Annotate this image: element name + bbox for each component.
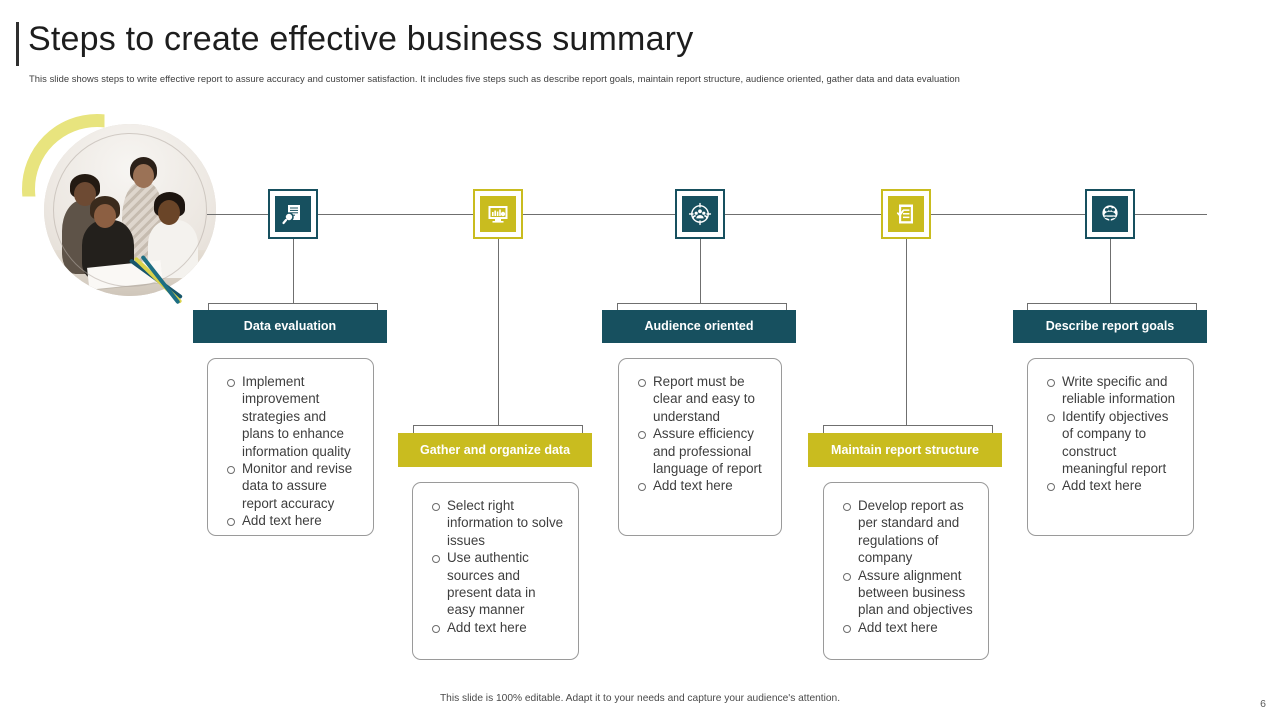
list-item: Add text here (638, 477, 769, 494)
bracket-audience-oriented (617, 303, 787, 313)
list-item: Identify objectives of company to constr… (1047, 408, 1181, 478)
connector-data-evaluation (293, 239, 294, 303)
step-card-data-evaluation: Implement improvement strategies and pla… (207, 358, 374, 536)
pencil-blue (140, 254, 181, 305)
bullet-list-audience-oriented: Report must be clear and easy to underst… (629, 373, 769, 495)
footer-note: This slide is 100% editable. Adapt it to… (439, 693, 841, 704)
step-title-describe-report-goals[interactable]: Describe report goals (1013, 310, 1207, 343)
bracket-gather-and-organize-data (413, 425, 583, 435)
hero-photo (22, 112, 232, 312)
step-title-audience-oriented[interactable]: Audience oriented (602, 310, 796, 343)
list-item: Select right information to solve issues (432, 497, 566, 549)
audience-target-icon (682, 196, 718, 232)
list-item: Add text here (432, 619, 566, 636)
list-item: Add text here (843, 619, 976, 636)
list-item: Add text here (1047, 477, 1181, 494)
step-title-gather-and-organize-data[interactable]: Gather and organize data (398, 433, 592, 467)
step-card-describe-report-goals: Write specific and reliable information … (1027, 358, 1194, 536)
bullet-list-describe-report-goals: Write specific and reliable information … (1038, 373, 1181, 495)
monitor-chart-icon (480, 196, 516, 232)
step-title-maintain-report-structure[interactable]: Maintain report structure (808, 433, 1002, 467)
list-item: Monitor and revise data to assure report… (227, 460, 361, 512)
step-card-gather-and-organize-data: Select right information to solve issues… (412, 482, 579, 660)
timeline-node-describe-report-goals[interactable] (1085, 189, 1135, 239)
page-subtitle: This slide shows steps to write effectiv… (29, 73, 960, 84)
list-item: Write specific and reliable information (1047, 373, 1181, 408)
connector-gather-and-organize-data (498, 239, 499, 425)
document-magnifier-icon (275, 196, 311, 232)
list-item: Report must be clear and easy to underst… (638, 373, 769, 425)
bullet-list-data-evaluation: Implement improvement strategies and pla… (218, 373, 361, 530)
step-card-audience-oriented: Report must be clear and easy to underst… (618, 358, 782, 536)
connector-maintain-report-structure (906, 239, 907, 425)
list-item: Assure alignment between business plan a… (843, 567, 976, 619)
connector-describe-report-goals (1110, 239, 1111, 303)
timeline-node-audience-oriented[interactable] (675, 189, 725, 239)
timeline-node-data-evaluation[interactable] (268, 189, 318, 239)
connector-audience-oriented (700, 239, 701, 303)
photo-circle (44, 124, 216, 296)
timeline-node-gather-and-organize-data[interactable] (473, 189, 523, 239)
list-item: Use authentic sources and present data i… (432, 549, 566, 619)
photo-inner-ring (53, 133, 207, 287)
bullet-list-gather-and-organize-data: Select right information to solve issues… (423, 497, 566, 636)
bracket-data-evaluation (208, 303, 378, 313)
goal-target-people-icon (1092, 196, 1128, 232)
timeline-node-maintain-report-structure[interactable] (881, 189, 931, 239)
list-item: Add text here (227, 512, 361, 529)
decorative-pencils (128, 252, 220, 312)
bracket-describe-report-goals (1027, 303, 1197, 313)
page-title: Steps to create effective business summa… (28, 20, 694, 58)
bullet-list-maintain-report-structure: Develop report as per standard and regul… (834, 497, 976, 636)
title-accent-rule (16, 22, 19, 66)
checklist-icon (888, 196, 924, 232)
step-title-data-evaluation[interactable]: Data evaluation (193, 310, 387, 343)
list-item: Assure efficiency and professional langu… (638, 425, 769, 477)
page-number: 6 (1260, 698, 1266, 710)
step-card-maintain-report-structure: Develop report as per standard and regul… (823, 482, 989, 660)
list-item: Implement improvement strategies and pla… (227, 373, 361, 460)
list-item: Develop report as per standard and regul… (843, 497, 976, 567)
bracket-maintain-report-structure (823, 425, 993, 435)
